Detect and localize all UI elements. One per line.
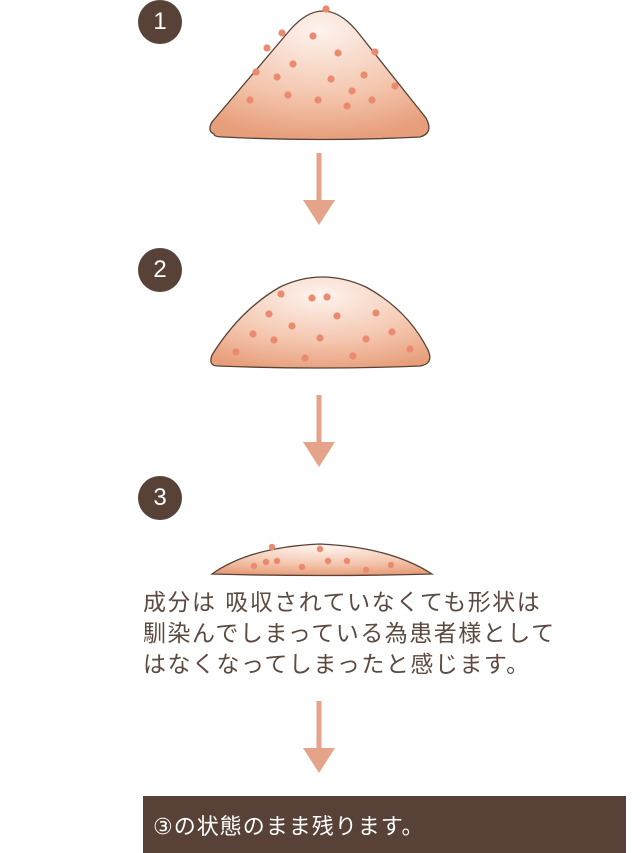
particle-dots bbox=[232, 290, 414, 362]
step-3-number: 3 bbox=[153, 484, 167, 511]
down-arrow-3 bbox=[303, 701, 335, 773]
description-line-3: はなくなってしまったと感じます。 bbox=[143, 652, 531, 678]
step-3-badge: 3 bbox=[138, 476, 182, 520]
down-arrow-2 bbox=[303, 395, 335, 467]
result-box: ③の状態のまま残ります。 bbox=[143, 796, 626, 853]
down-arrow-1 bbox=[303, 153, 335, 225]
description-text: 成分は 吸収されていなくても形状は 馴染んでしまっている為患者様として はなくな… bbox=[143, 588, 623, 681]
step-1-badge: 1 bbox=[138, 0, 182, 44]
filler-mound-flat bbox=[210, 543, 435, 577]
filler-mound-tall bbox=[209, 5, 430, 141]
particle-dots bbox=[250, 543, 395, 574]
particle-dots bbox=[246, 5, 399, 110]
step-2-badge: 2 bbox=[138, 248, 182, 292]
description-line-2: 馴染んでしまっている為患者様として bbox=[143, 621, 556, 647]
step-2-number: 2 bbox=[153, 256, 167, 283]
step-1-number: 1 bbox=[153, 8, 167, 35]
result-text: ③の状態のまま残ります。 bbox=[153, 814, 425, 840]
description-line-1: 成分は 吸収されていなくても形状は bbox=[143, 590, 542, 616]
filler-mound-medium bbox=[210, 276, 431, 369]
